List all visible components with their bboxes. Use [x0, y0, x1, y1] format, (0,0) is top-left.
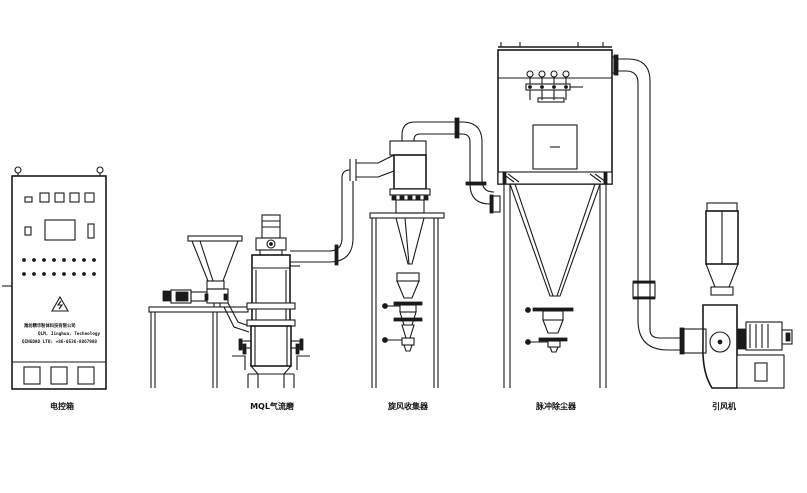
label-cyclone: 旋风收集器: [387, 401, 429, 411]
label-dust-collector: 脉冲除尘器: [535, 401, 577, 411]
label-control-cabinet: 电控箱: [50, 401, 74, 411]
induced-draft-fan: [683, 202, 793, 389]
cabinet-contact: QINGDAO LTD: +86-0536-8867988: [22, 339, 97, 345]
cyclone-collector: [369, 140, 445, 388]
pipe-cyclone-to-dust-collector: [401, 117, 501, 214]
pulse-dust-collector: [497, 42, 613, 388]
pipe-mill-to-cyclone: [290, 154, 395, 266]
screw-feeder: [148, 235, 250, 388]
pipe-dust-collector-to-fan: [611, 54, 685, 355]
control-cabinet: 潍坊精华粉体科技有限公司 QLM, Jinghua, Technology QI…: [2, 166, 107, 390]
label-jet-mill: MQL气流磨: [250, 401, 294, 411]
jet-mill: [232, 214, 310, 388]
cabinet-company-cn: 潍坊精华粉体科技有限公司: [24, 322, 76, 329]
equipment-labels: 电控箱 MQL气流磨 旋风收集器 脉冲除尘器 引风机: [50, 401, 736, 411]
cabinet-company-en: QLM, Jinghua, Technology: [38, 331, 100, 337]
label-fan: 引风机: [712, 401, 736, 411]
